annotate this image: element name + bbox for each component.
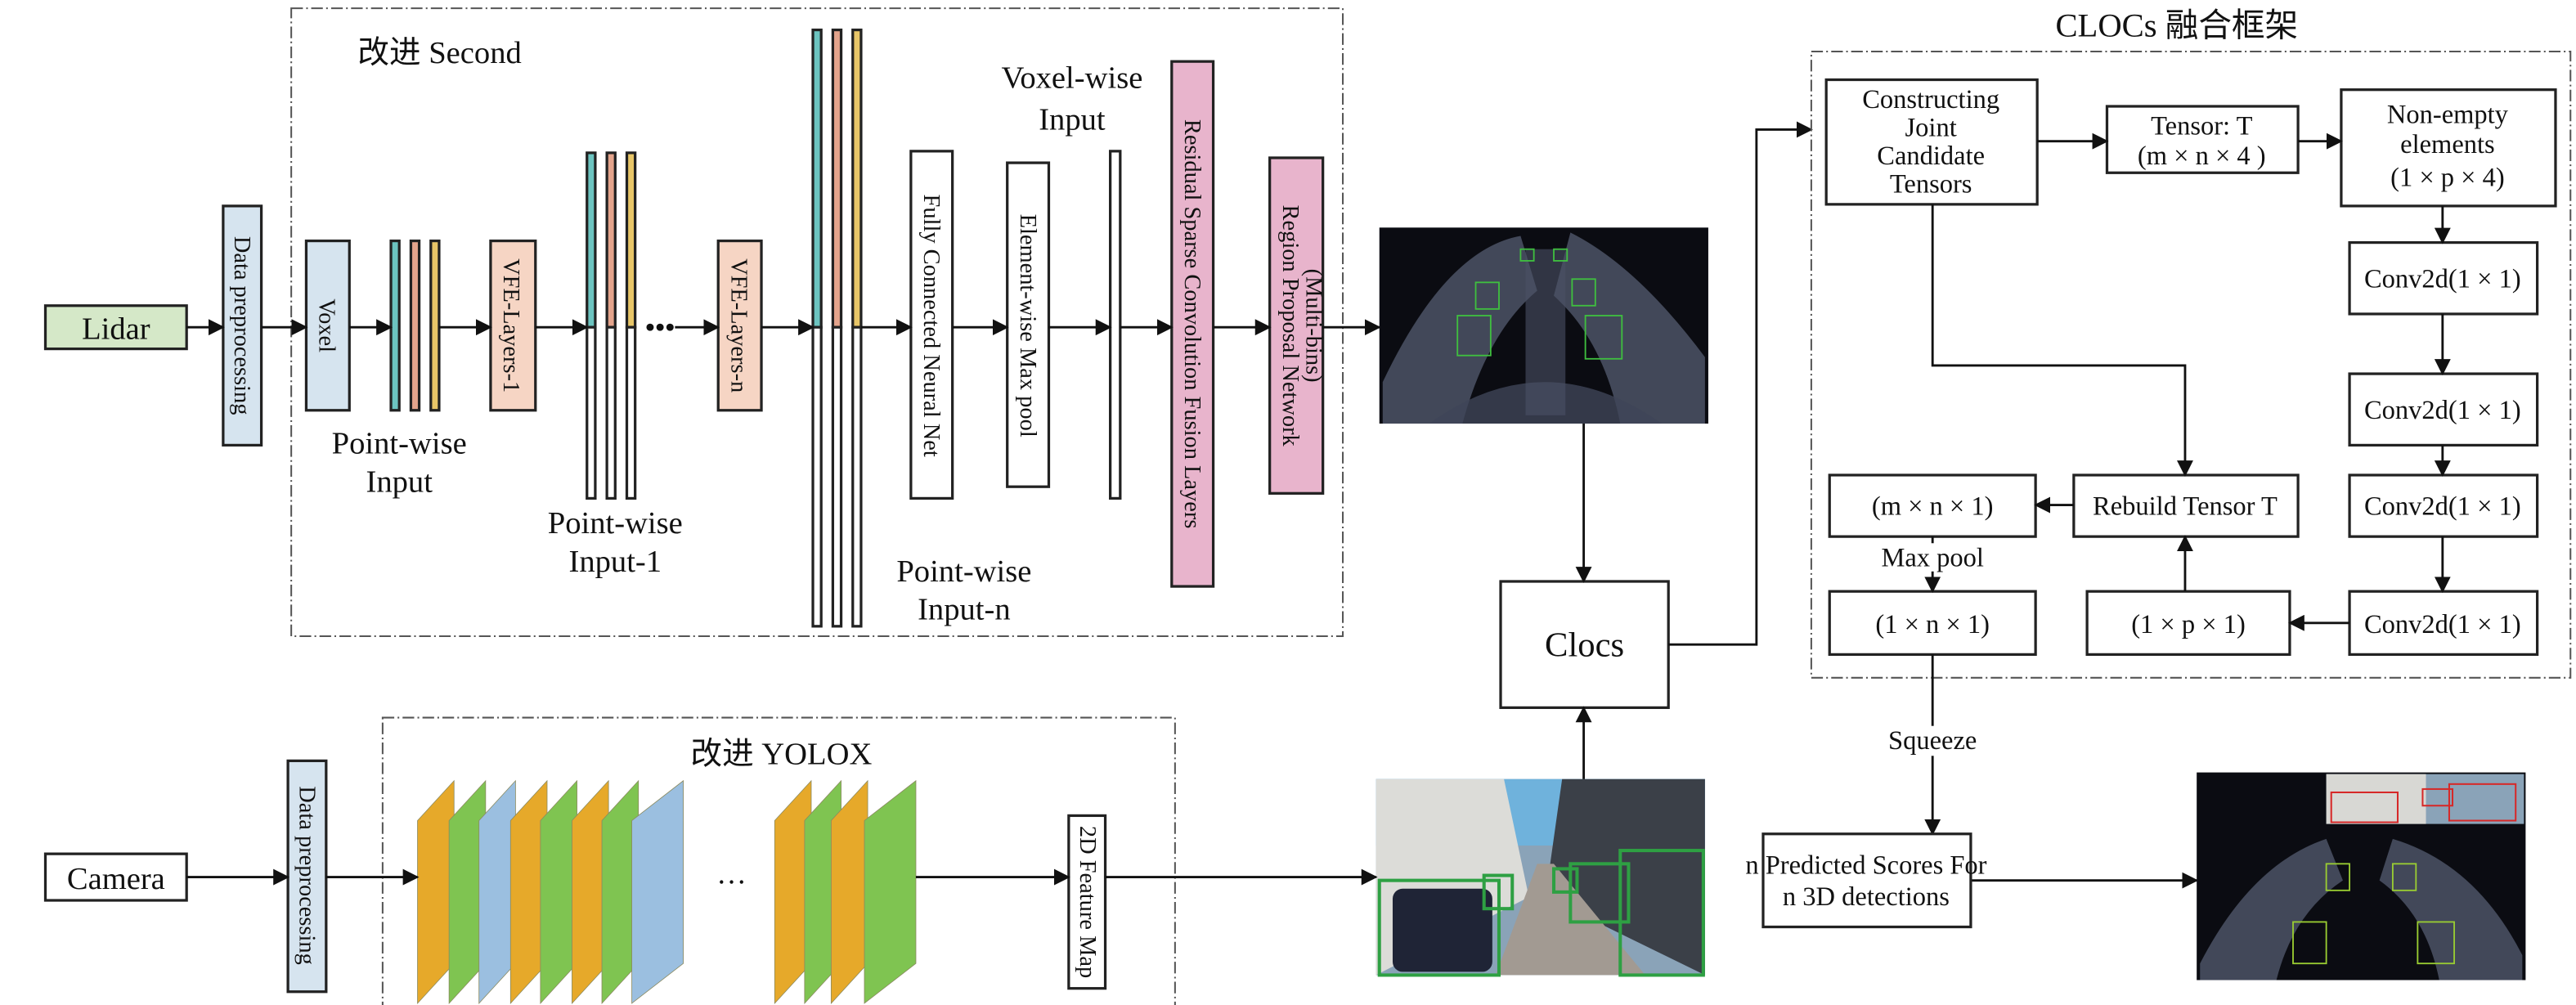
voxelwise-input-line2: Input bbox=[1039, 102, 1106, 137]
vfe-layers-1-label: VFE-Layers-1 bbox=[498, 258, 523, 393]
constructing-box bbox=[1824, 78, 2039, 206]
ellipsis-dots bbox=[646, 323, 674, 331]
element-wise-max-pool-label: Element-wise Max pool bbox=[1015, 214, 1040, 437]
constructing-line4: Tensors bbox=[1890, 170, 1972, 200]
tensor-line2: (m × n × 4 ) bbox=[2138, 141, 2266, 171]
feature-map-card-green bbox=[864, 779, 917, 1004]
voxel-label: Voxel bbox=[314, 298, 339, 352]
point-cloud-image bbox=[1379, 227, 1708, 424]
feature-map-cards bbox=[417, 779, 917, 1005]
lidar-label: Lidar bbox=[82, 312, 150, 346]
voxelwise-input-bar bbox=[1109, 150, 1122, 500]
non-empty-line3: (1 × p × 4) bbox=[2390, 164, 2505, 193]
residual-sparse-conv-box bbox=[1170, 60, 1215, 588]
vfe-layers-n-label: VFE-Layers-n bbox=[725, 258, 751, 393]
pointwise-input-n-bars bbox=[811, 28, 863, 628]
conv2d-label-1: Conv2d(1 × 1) bbox=[2364, 264, 2521, 294]
camera-image bbox=[1376, 778, 1705, 977]
constructing-line1: Constructing bbox=[1862, 85, 1999, 114]
mn1-label: (m × n × 1) bbox=[1872, 492, 1994, 522]
constructing-line2: Joint bbox=[1905, 114, 1957, 143]
pointwise-input-n-line1: Point-wise bbox=[896, 554, 1031, 589]
cards-ellipsis: … bbox=[716, 857, 747, 891]
pointwise-input-1-line1: Point-wise bbox=[548, 506, 683, 541]
conv2d-label-2: Conv2d(1 × 1) bbox=[2364, 396, 2521, 425]
rebuild-tensor-label: Rebuild Tensor T bbox=[2093, 492, 2278, 522]
pointwise-input-line2: Input bbox=[366, 464, 433, 499]
yolox-title: 改进 YOLOX bbox=[691, 737, 873, 771]
feature-map-card-blue bbox=[631, 779, 684, 1004]
result-image bbox=[2197, 772, 2526, 980]
residual-sparse-conv-label: Residual Sparse Convolution Fusion Layer… bbox=[1179, 119, 1205, 529]
camera-box bbox=[43, 852, 188, 902]
predicted-scores-line1: n Predicted Scores For bbox=[1745, 851, 1986, 881]
non-empty-line2: elements bbox=[2400, 130, 2495, 159]
predicted-scores-line2: n 3D detections bbox=[1783, 882, 1950, 912]
max-pool-label: Max pool bbox=[1881, 544, 1983, 573]
constructing-line3: Candidate bbox=[1877, 141, 1985, 171]
vfe-layers-1-box bbox=[489, 239, 537, 412]
non-empty-line1: Non-empty bbox=[2387, 100, 2509, 129]
conv2d-label-4: Conv2d(1 × 1) bbox=[2364, 610, 2521, 639]
feature-map-label: 2D Feature Map bbox=[1075, 826, 1100, 978]
framework-title: CLOCs 融合框架 bbox=[2055, 7, 2298, 44]
camera-label: Camera bbox=[67, 862, 165, 896]
framework-region bbox=[1810, 50, 2572, 679]
non-empty-box bbox=[2340, 88, 2557, 208]
rpn-label-line1: Region Proposal Network bbox=[1277, 205, 1303, 447]
pointwise-input-n-line2: Input-n bbox=[918, 593, 1011, 627]
rpn-label-line2: (Multi-bins) bbox=[1300, 269, 1326, 383]
feature-map-card-orange bbox=[417, 779, 455, 1005]
predicted-scores-box bbox=[1761, 832, 1972, 929]
second-region bbox=[290, 7, 1344, 638]
fully-connected-label: Fully Connected Neural Net bbox=[918, 195, 944, 457]
yolox-region bbox=[381, 716, 1176, 1005]
tensor-line1: Tensor: T bbox=[2151, 112, 2253, 141]
n1-label: (1 × n × 1) bbox=[1875, 610, 1990, 639]
pointwise-input-1-bars bbox=[586, 151, 637, 500]
voxelwise-input-line1: Voxel-wise bbox=[1001, 61, 1142, 96]
pointwise-input-1-line2: Input-1 bbox=[568, 545, 662, 579]
feature-map-box bbox=[1067, 814, 1107, 990]
data-preprocessing-label: Data preprocessing bbox=[229, 236, 254, 415]
yolox-arrows bbox=[186, 121, 1813, 886]
p1-label: (1 × p × 1) bbox=[2131, 610, 2246, 639]
pointwise-input-bars bbox=[389, 239, 441, 412]
clocs-label: Clocs bbox=[1545, 626, 1624, 664]
second-title: 改进 Second bbox=[357, 36, 521, 70]
squeeze-label: Squeeze bbox=[1888, 726, 1977, 756]
yolox-data-preprocessing-label: Data preprocessing bbox=[294, 786, 319, 965]
conv2d-label-3: Conv2d(1 × 1) bbox=[2364, 492, 2521, 522]
fully-connected-box bbox=[909, 150, 954, 500]
pointwise-input-line1: Point-wise bbox=[332, 427, 467, 461]
